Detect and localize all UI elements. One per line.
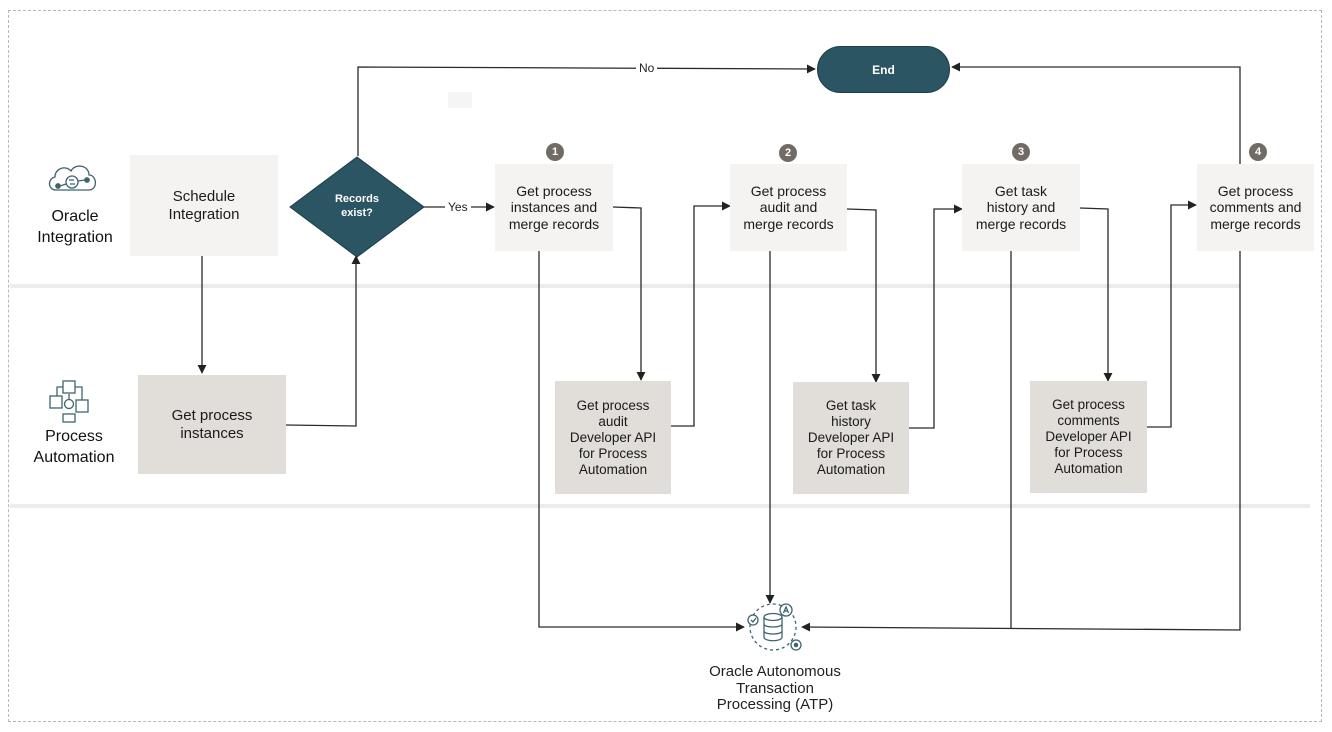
edge-pa-to-decision — [285, 255, 361, 427]
diagram-frame — [8, 10, 1322, 722]
edge-step4-to-end — [951, 62, 1241, 164]
step-badge-2: 2 — [779, 144, 797, 162]
lane-label-oracle-integration: Oracle Integration — [37, 208, 113, 246]
lane-label-process-automation: Process Automation — [33, 428, 115, 466]
decision-label: Records exist? — [334, 193, 380, 219]
edge-step3-to-dev-comments — [1079, 207, 1113, 382]
lane-separator-bottom — [10, 504, 1310, 508]
edge-dev-audit-to-step2 — [671, 201, 731, 427]
end-node: End — [817, 46, 950, 93]
edge-no-to-end — [357, 64, 816, 156]
edge-step4-to-atp — [801, 251, 1241, 632]
edge-dev-history-to-step3 — [909, 204, 963, 429]
decision-diamond — [289, 156, 425, 258]
edge-step1-to-atp — [538, 251, 745, 632]
cloud-integration-icon — [48, 165, 97, 191]
step-badge-3: 3 — [1012, 143, 1030, 161]
database-icon — [747, 603, 802, 651]
faint-artifact — [448, 92, 472, 108]
atp-label: Oracle Autonomous Transaction Processing… — [709, 663, 841, 713]
edge-step1-to-dev-audit — [612, 206, 646, 381]
lane-separator-top — [10, 284, 1240, 288]
edge-step2-to-dev-history — [846, 208, 881, 383]
step-badge-1: 1 — [546, 143, 564, 161]
edge-label-no: No — [636, 61, 658, 75]
edge-dev-comments-to-step4 — [1147, 200, 1197, 428]
edge-label-yes: Yes — [445, 200, 471, 214]
process-automation-icon — [49, 380, 89, 423]
step-badge-4: 4 — [1249, 143, 1267, 161]
